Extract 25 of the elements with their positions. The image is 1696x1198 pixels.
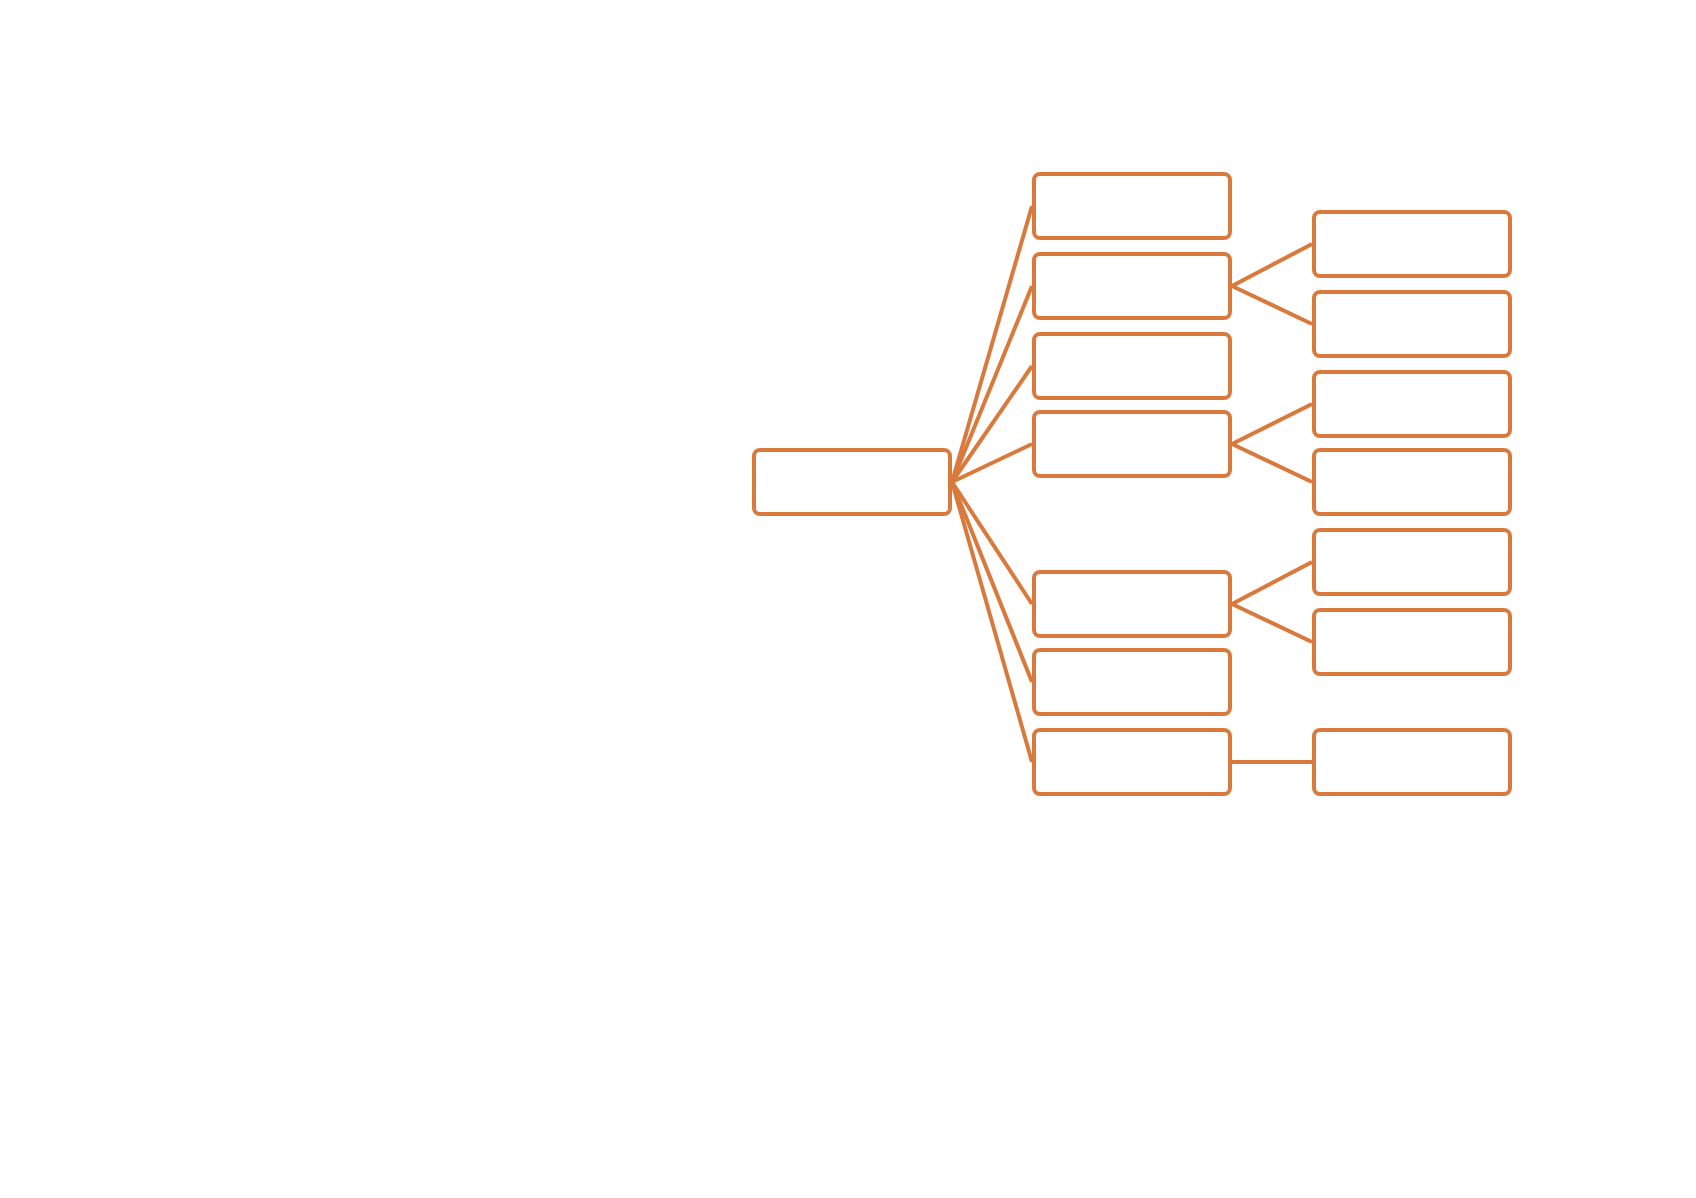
empty-box — [1312, 370, 1512, 438]
connector-line — [951, 442, 1033, 484]
connector-line — [1231, 560, 1313, 606]
connector-line — [1231, 602, 1313, 644]
empty-box — [1032, 332, 1232, 400]
connector-line — [950, 364, 1034, 484]
empty-box — [1032, 648, 1232, 716]
empty-box — [752, 448, 952, 516]
connector-line — [950, 480, 1034, 606]
empty-box — [1032, 252, 1232, 320]
empty-box — [1312, 608, 1512, 676]
empty-box — [1032, 570, 1232, 638]
connector-line — [1231, 242, 1313, 288]
connector-line — [1231, 442, 1313, 484]
empty-box — [1032, 410, 1232, 478]
connector-line — [1232, 760, 1312, 764]
connector-line — [1231, 402, 1313, 446]
empty-box — [1312, 728, 1512, 796]
connector-line — [1231, 284, 1313, 326]
empty-box — [1312, 210, 1512, 278]
empty-box — [1032, 728, 1232, 796]
empty-box — [1032, 172, 1232, 240]
empty-box — [1312, 528, 1512, 596]
empty-box — [1312, 290, 1512, 358]
empty-box — [1312, 448, 1512, 516]
